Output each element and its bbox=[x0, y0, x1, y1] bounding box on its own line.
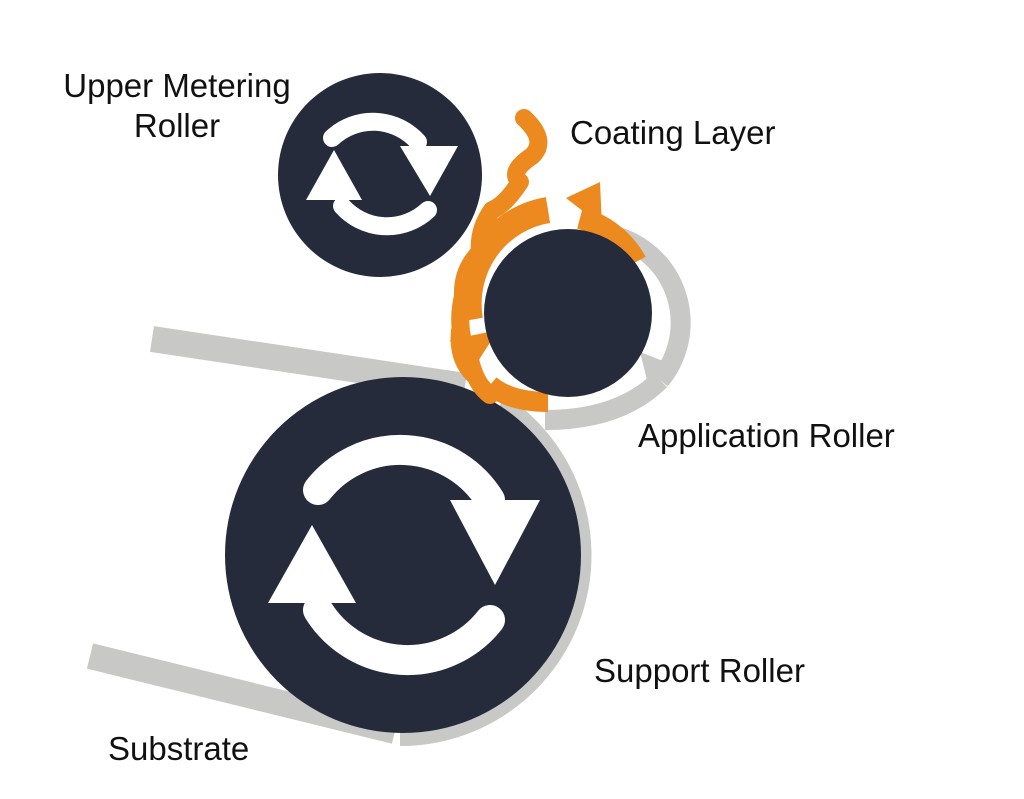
upper-metering-roller bbox=[278, 73, 482, 277]
upper-metering-roller-label-line2: Roller bbox=[133, 107, 221, 145]
upper-metering-roller-label-line1: Upper Metering bbox=[63, 67, 291, 104]
coating-layer-flow bbox=[450, 109, 646, 412]
refresh-arrows-icon bbox=[268, 434, 540, 676]
support-roller-label: Support Roller bbox=[594, 652, 805, 689]
upper-metering-roller-label: Upper Metering Roller bbox=[52, 66, 302, 147]
curved-arrow-icon bbox=[450, 182, 646, 412]
refresh-arrows-icon bbox=[306, 112, 458, 236]
application-roller bbox=[484, 229, 652, 397]
substrate-label: Substrate bbox=[108, 730, 250, 767]
application-roller-label: Application Roller bbox=[638, 417, 895, 454]
coating-layer-label: Coating Layer bbox=[570, 114, 776, 151]
support-roller bbox=[225, 377, 581, 733]
